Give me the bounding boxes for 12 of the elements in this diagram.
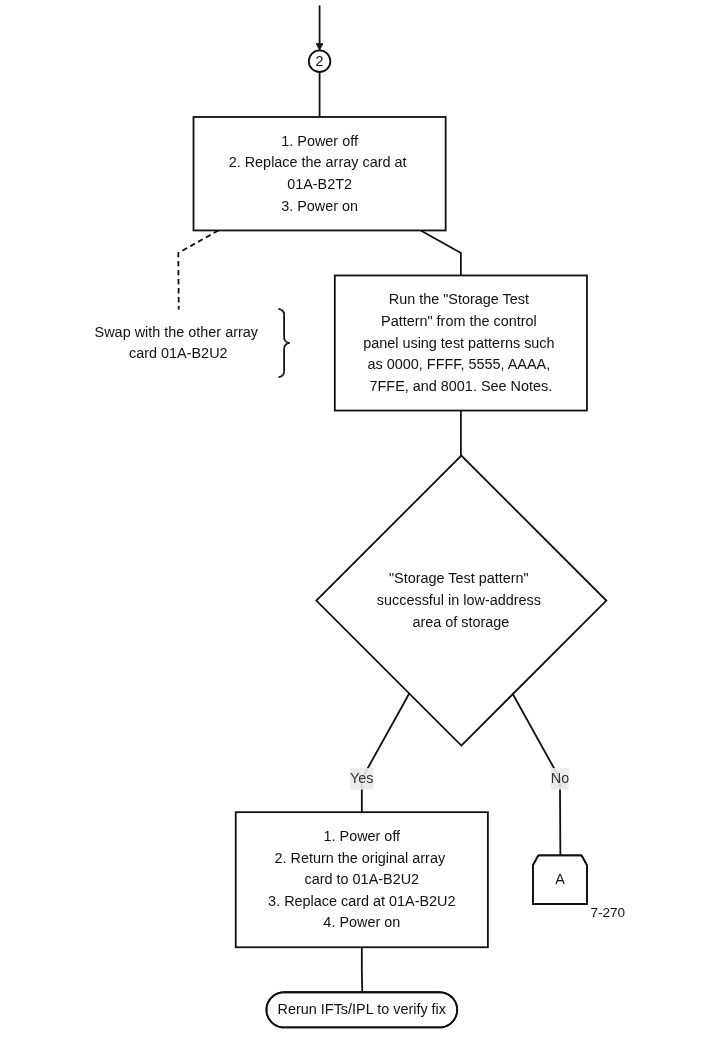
process-box: 1. Power off 2. Return the original array card to 01A-B2U2 3. Replace card at 01A-B2U2 4. Power on: [235, 811, 490, 949]
annotation-bracket: Swap with the other array card 01A-B2U2: [95, 308, 292, 378]
edge-label: Yes: [350, 770, 375, 787]
edge-label: No: [551, 770, 570, 787]
decision-diamond: "Storage Test pattern" successful in low-address area of storage: [315, 454, 609, 747]
node-label: A: [555, 871, 566, 887]
connector-circle: 2: [308, 49, 332, 73]
process-box: Run the "Storage Test Pattern" from the control panel using test patterns such as 0000, FFFF, 5555, AAAA, 7FFE, and 8001. See Notes.: [334, 274, 589, 412]
terminal-box: Rerun IFTs/IPL to verify fix: [266, 991, 459, 1029]
off-page-connector: A 7-270: [532, 854, 626, 920]
process-box: 1. Power off 2. Replace the array card at 01A-B2T2 3. Power on: [193, 116, 447, 232]
page-reference: 7-270: [591, 904, 626, 920]
